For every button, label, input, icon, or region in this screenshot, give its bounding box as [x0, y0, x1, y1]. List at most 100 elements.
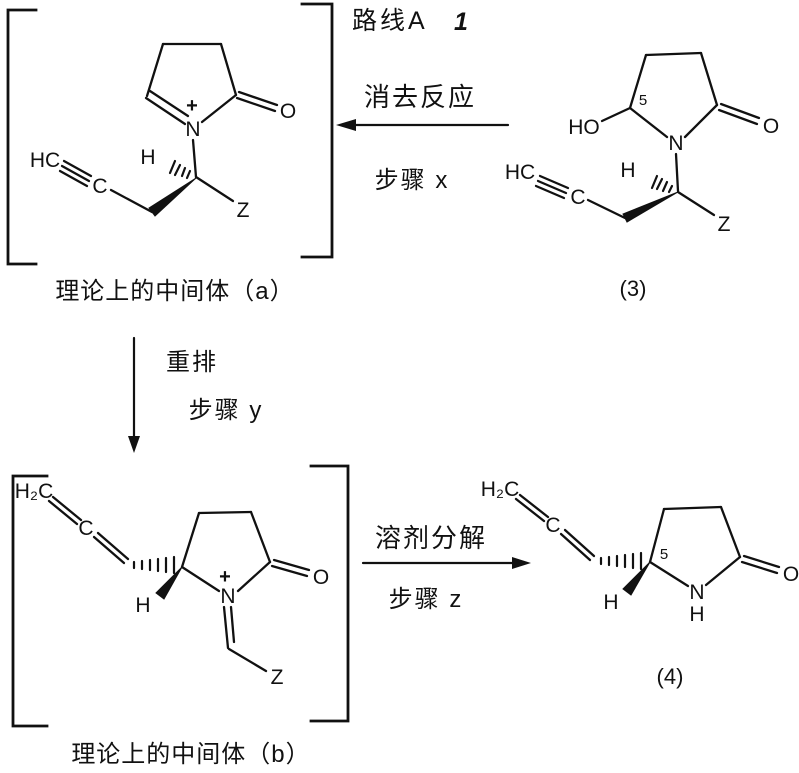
route-label: 路线A [352, 7, 428, 35]
hashed-wedge-bond [650, 174, 674, 194]
bond-ring [249, 510, 272, 564]
bond-ring [699, 51, 719, 107]
atom-z: Z [237, 199, 250, 222]
bond-ring [236, 560, 272, 593]
arrow-rearrangement: 重排 步骤 y [128, 336, 264, 453]
arrow-head-right [512, 557, 531, 569]
double-bond-allene-1 [514, 493, 550, 523]
atom-ho: HO [568, 116, 600, 139]
arrow-head-down [128, 436, 140, 453]
atom-h: H [603, 591, 618, 614]
bond-ring [180, 565, 221, 593]
bond-ring [644, 51, 703, 57]
bold-wedge-bond [155, 566, 183, 600]
bond-ring [145, 42, 165, 98]
label-step-x: 步骤 x [375, 167, 450, 194]
atom-h2c: H₂C [481, 478, 519, 501]
arrow-solvolysis: 溶剂分解 步骤 z [361, 523, 531, 613]
bond-ring [197, 510, 253, 515]
bond-ring [219, 42, 238, 97]
atom-hc: HC [505, 161, 535, 184]
route-title: 路线A 1 [352, 7, 468, 36]
double-bond-c-o [235, 90, 279, 113]
caption-compound-3: (3) [620, 276, 647, 301]
label-step-y: 步骤 y [189, 397, 264, 424]
atom-z: Z [271, 666, 284, 689]
position-5-label: 5 [660, 546, 668, 563]
atom-o: O [313, 566, 329, 589]
atom-n: N [185, 118, 200, 141]
atom-o: O [763, 115, 779, 138]
bond-n-chain [191, 138, 198, 179]
atom-h: H [135, 594, 150, 617]
bond-z [676, 190, 716, 217]
bond-ring [200, 93, 238, 124]
bond-ring [628, 106, 669, 139]
position-5-label: 5 [639, 92, 647, 109]
label-rearrangement: 重排 [166, 349, 218, 376]
label-elimination: 消去反应 [364, 82, 476, 112]
caption-intermediate-a: 理论上的中间体（a） [55, 278, 294, 305]
atom-o: O [280, 100, 296, 123]
bond-ring [648, 560, 690, 588]
bond-n-chain [674, 152, 680, 193]
atom-n: N [689, 581, 704, 604]
bond-ring [683, 103, 719, 139]
double-bond-n-ch [222, 605, 236, 650]
bond-ring [628, 53, 648, 110]
bond-ring [704, 555, 742, 587]
structure-compound-4: H₂C C H 5 N H O [481, 478, 799, 689]
bond-z [227, 647, 268, 673]
bond-ho [600, 106, 632, 123]
bold-wedge-bond [622, 561, 651, 596]
plus-charge: + [186, 95, 198, 117]
atom-n: N [668, 132, 683, 155]
bond-ch2-c [586, 198, 627, 220]
atom-c: C [545, 514, 560, 537]
bracket-left [6, 8, 38, 266]
double-bond-allene-2 [92, 531, 130, 565]
double-bond-c-o [740, 554, 781, 575]
double-bond-c-o [717, 102, 761, 126]
plus-charge: + [219, 566, 231, 588]
bold-wedge-bond [148, 177, 197, 217]
structure-compound-3: 5 HO N O H Z C HC (3) [505, 51, 779, 301]
double-bond-c-o [270, 558, 311, 578]
triple-bond [534, 174, 570, 200]
route-number: 1 [454, 8, 468, 36]
triple-bond [58, 159, 93, 188]
hashed-wedge-bond [599, 551, 643, 571]
arrow-elimination: 消去反应 步骤 x [336, 82, 510, 194]
bracket-left [11, 474, 49, 728]
atom-h2c: H₂C [15, 480, 53, 503]
bracket-right [309, 464, 350, 723]
bond-ring [180, 511, 201, 569]
atom-c: C [78, 517, 93, 540]
double-bond-allene-2 [559, 528, 596, 562]
atom-c: C [570, 186, 585, 209]
caption-intermediate-b: 理论上的中间体（b） [71, 741, 310, 768]
atom-h: H [620, 159, 635, 182]
atom-n: N [220, 585, 235, 608]
atom-h: H [140, 146, 155, 169]
double-bond-allene-1 [47, 495, 83, 526]
atom-o: O [783, 563, 799, 586]
bond-ch2-c [109, 188, 154, 214]
structure-intermediate-a: + N O H Z C HC 理论上的中间体（a） [6, 2, 334, 305]
atom-z: Z [718, 213, 731, 236]
hashed-wedge-bond [132, 555, 176, 575]
bond-z [194, 175, 235, 203]
bold-wedge-bond [622, 191, 679, 223]
structure-intermediate-b: H₂C C H + N O [11, 464, 350, 768]
bracket-right [300, 2, 334, 259]
atom-c: C [92, 175, 107, 198]
atom-nh: H [689, 603, 704, 626]
arrow-head-left [336, 119, 356, 131]
atom-hc: HC [30, 149, 60, 172]
caption-compound-4: (4) [657, 664, 684, 689]
label-solvolysis: 溶剂分解 [375, 523, 487, 553]
bond-ring [648, 507, 666, 564]
bond-ring [719, 505, 742, 559]
